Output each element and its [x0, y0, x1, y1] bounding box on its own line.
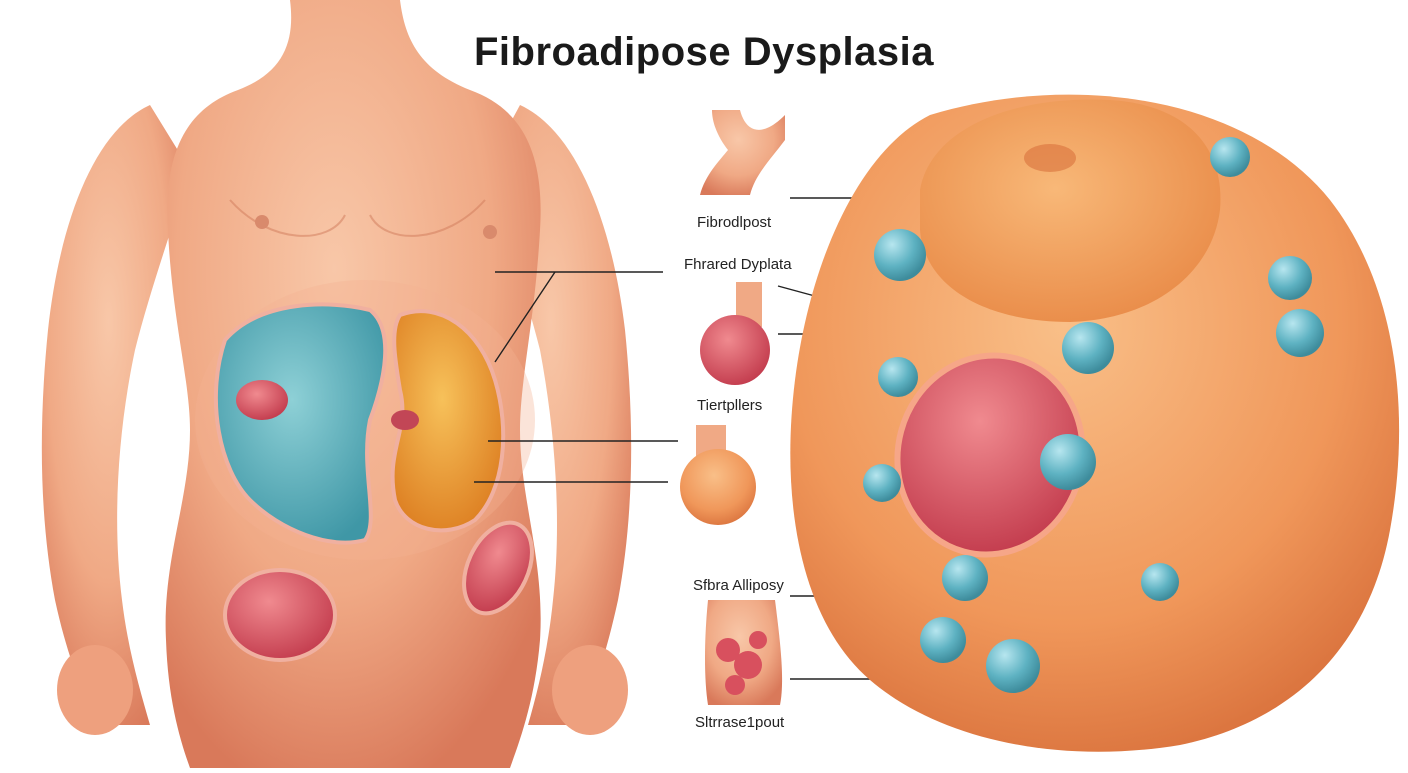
left-arm	[41, 105, 190, 725]
torso-figure	[41, 0, 632, 768]
nodule	[1141, 563, 1179, 601]
nodule	[1276, 309, 1324, 357]
orange-fat-lesion	[390, 309, 506, 533]
red-spot-in-teal	[236, 380, 288, 420]
label-sltrrase1pout: Sltrrase1pout	[695, 714, 785, 731]
cell-top-bulge	[920, 99, 1221, 322]
nodule	[986, 639, 1040, 693]
nodule	[1268, 256, 1312, 300]
right-hand	[552, 645, 628, 735]
inset-tissue-1	[700, 110, 785, 195]
nodule	[863, 464, 901, 502]
nodule	[1040, 434, 1096, 490]
inset-red-ball	[700, 315, 770, 385]
nodule	[942, 555, 988, 601]
inset-orange-ball	[680, 449, 756, 525]
page-title: Fibroadipose Dysplasia	[473, 30, 935, 74]
nodule	[874, 229, 926, 281]
right-thigh-lesion	[462, 520, 534, 616]
teal-lesion	[213, 302, 388, 545]
nodule	[1062, 322, 1114, 374]
nodule	[1210, 137, 1250, 177]
left-thigh-lesion	[223, 568, 337, 662]
large-cell	[790, 94, 1400, 752]
navel	[391, 410, 419, 430]
label-fibrodlpost: Fibrodlpost	[697, 214, 772, 231]
label-fhrared-dyplata: Fhrared Dyplata	[684, 256, 792, 273]
label-sfbra-alliposy: Sfbra Alliposy	[693, 577, 784, 594]
nodule	[878, 357, 918, 397]
label-tiertpllers: Tiertpllers	[697, 397, 763, 414]
left-hand	[57, 645, 133, 735]
right-nipple	[483, 225, 497, 239]
inset-icons	[680, 110, 785, 705]
nodule	[920, 617, 966, 663]
left-nipple	[255, 215, 269, 229]
bulge-pore	[1024, 144, 1076, 172]
